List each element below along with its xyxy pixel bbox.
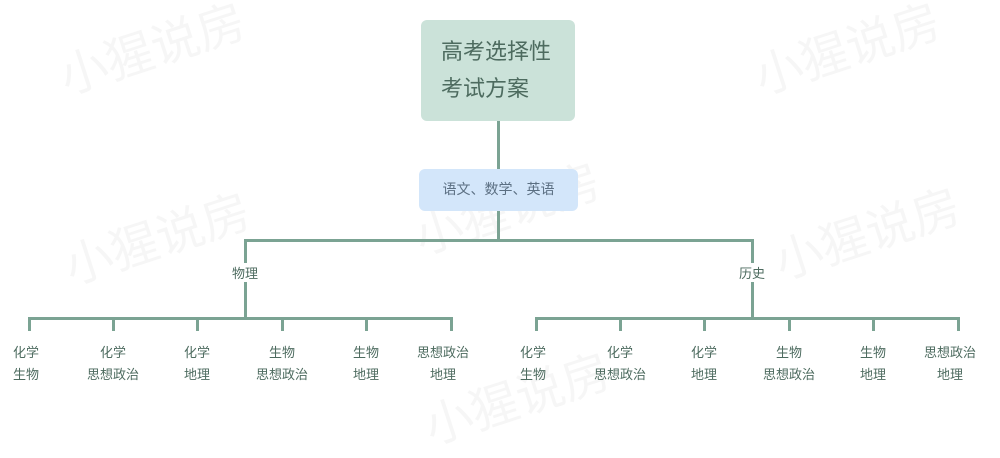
subject: 地理 xyxy=(690,368,718,383)
subject: 化学 xyxy=(12,346,40,361)
subject: 化学 xyxy=(606,346,634,361)
subject: 思想政治 xyxy=(762,368,816,383)
subject: 生物 xyxy=(352,346,380,361)
connector xyxy=(957,317,960,331)
subject: 化学 xyxy=(99,346,127,361)
combination-leaf: 化学生物 xyxy=(520,343,546,387)
connector xyxy=(196,317,199,331)
connector xyxy=(535,317,960,320)
subject: 思想政治 xyxy=(593,368,647,383)
root-title-line2: 考试方案 xyxy=(441,77,530,102)
subject: 生物 xyxy=(775,346,803,361)
subject: 化学 xyxy=(183,346,211,361)
connector xyxy=(872,317,875,331)
combination-leaf: 化学思想政治 xyxy=(87,343,139,387)
connector xyxy=(497,121,500,169)
branch-physics: 物理 xyxy=(227,263,263,282)
watermark: 小猩说房 xyxy=(49,0,253,108)
connector xyxy=(497,211,500,241)
combination-leaf: 生物思想政治 xyxy=(763,343,815,387)
subject: 化学 xyxy=(519,346,547,361)
connector xyxy=(365,317,368,331)
subject: 思想政治 xyxy=(923,346,977,361)
combination-leaf: 生物地理 xyxy=(353,343,379,387)
common-subjects-node: 语文、数学、英语 xyxy=(419,169,578,211)
combination-leaf: 化学思想政治 xyxy=(594,343,646,387)
subject: 地理 xyxy=(352,368,380,383)
connector xyxy=(450,317,453,331)
connector xyxy=(281,317,284,331)
connector xyxy=(28,317,31,331)
subject: 地理 xyxy=(183,368,211,383)
subject: 生物 xyxy=(519,368,547,383)
connector xyxy=(244,239,754,242)
subject: 生物 xyxy=(268,346,296,361)
subject: 地理 xyxy=(936,368,964,383)
subject: 地理 xyxy=(859,368,887,383)
combination-leaf: 生物思想政治 xyxy=(256,343,308,387)
connector xyxy=(703,317,706,331)
combination-leaf: 生物地理 xyxy=(860,343,886,387)
combination-leaf: 化学生物 xyxy=(13,343,39,387)
watermark: 小猩说房 xyxy=(744,0,948,108)
watermark: 小猩说房 xyxy=(764,167,968,293)
connector xyxy=(788,317,791,331)
root-title-line1: 高考选择性 xyxy=(441,40,552,65)
subject: 生物 xyxy=(12,368,40,383)
branch-history: 历史 xyxy=(734,263,770,282)
connector xyxy=(535,317,538,331)
subject: 地理 xyxy=(429,368,457,383)
connector xyxy=(112,317,115,331)
subject: 生物 xyxy=(859,346,887,361)
connector xyxy=(28,317,453,320)
root-node: 高考选择性考试方案 xyxy=(421,20,575,121)
combination-leaf: 化学地理 xyxy=(691,343,717,387)
subject: 思想政治 xyxy=(255,368,309,383)
connector xyxy=(619,317,622,331)
subject: 化学 xyxy=(690,346,718,361)
subject: 思想政治 xyxy=(86,368,140,383)
subject: 思想政治 xyxy=(416,346,470,361)
combination-leaf: 思想政治地理 xyxy=(417,343,469,387)
combination-leaf: 化学地理 xyxy=(184,343,210,387)
combination-leaf: 思想政治地理 xyxy=(924,343,976,387)
